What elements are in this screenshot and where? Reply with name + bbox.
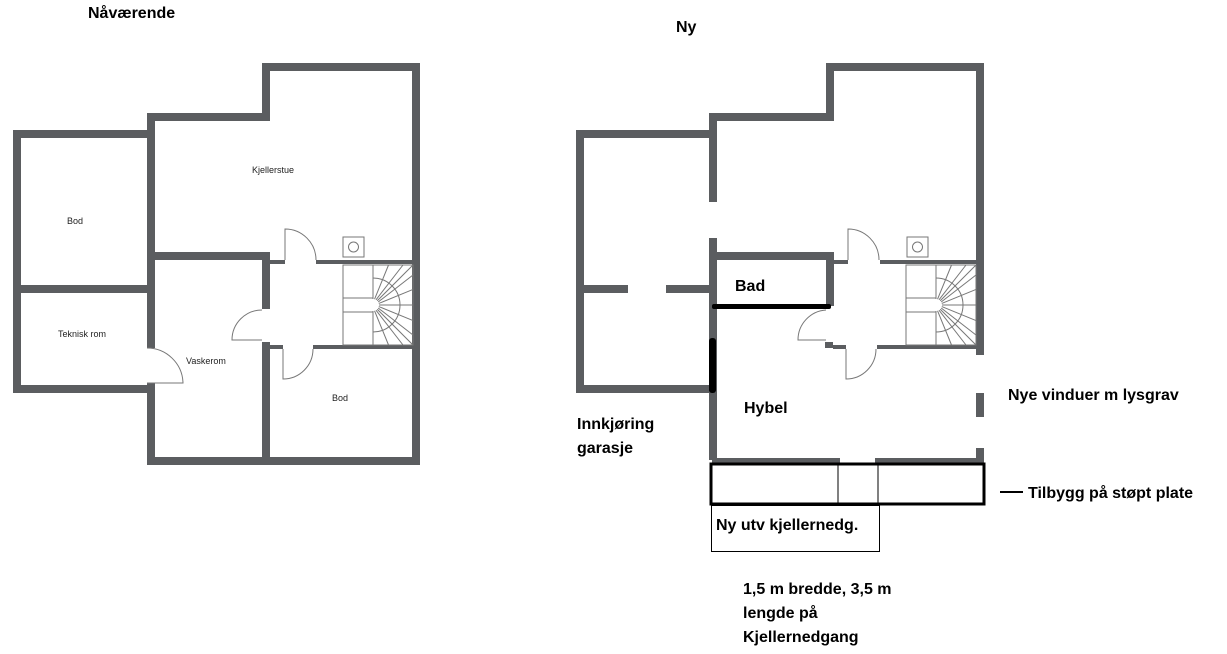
stair-tread bbox=[938, 264, 967, 301]
stair-tread bbox=[375, 264, 404, 301]
new-walls-added bbox=[709, 304, 831, 393]
room-label-kjellerstue: Kjellerstue bbox=[252, 165, 294, 175]
stair-tread bbox=[377, 307, 414, 336]
new-plan: Bad Hybel Innkjøring garasje Nye vinduer… bbox=[576, 63, 1193, 646]
stair-tread bbox=[375, 309, 404, 346]
stair-tread bbox=[937, 264, 952, 300]
room-label-hybel: Hybel bbox=[744, 400, 788, 417]
dims-label-2: lengde på bbox=[743, 604, 818, 622]
room-label-bad: Bad bbox=[735, 278, 765, 295]
current-stairs bbox=[342, 264, 414, 346]
stair-tread bbox=[939, 308, 977, 346]
stair-tread bbox=[374, 264, 389, 300]
room-label-bod: Bod bbox=[67, 216, 83, 226]
current-doors bbox=[146, 228, 317, 384]
extension-label: Tilbygg på støpt plate bbox=[1028, 484, 1193, 502]
stair-tread bbox=[940, 307, 977, 336]
current-walls bbox=[13, 63, 420, 465]
driveway-label-1: Innkjøring bbox=[577, 416, 654, 433]
dims-label-1: 1,5 m bredde, 3,5 m bbox=[743, 581, 892, 598]
stair-tread bbox=[938, 309, 967, 346]
dims-label-3: Kjellernedgang bbox=[743, 629, 859, 646]
stair-tread bbox=[378, 306, 414, 321]
entrance-label: Ny utv kjellernedg. bbox=[716, 517, 858, 534]
entrance-box bbox=[711, 505, 880, 552]
stair-tread bbox=[376, 264, 414, 302]
stair-tread bbox=[937, 310, 952, 346]
room-label-bod: Bod bbox=[332, 393, 348, 403]
current-chimney bbox=[342, 236, 365, 258]
stair-tread bbox=[378, 289, 414, 304]
stair-tread bbox=[376, 308, 414, 346]
stair-tread bbox=[939, 264, 977, 302]
new-doors bbox=[797, 228, 880, 380]
stair-tread bbox=[941, 306, 977, 321]
room-label-vaskerom: Vaskerom bbox=[186, 356, 226, 366]
new-stairs bbox=[905, 264, 977, 346]
room-label-teknisk-rom: Teknisk rom bbox=[58, 329, 106, 339]
current-plan: Kjellerstue Bod Teknisk rom Vaskerom Bod bbox=[13, 63, 420, 465]
stair-tread bbox=[941, 289, 977, 304]
stair-tread bbox=[374, 310, 389, 346]
windows-label: Nye vinduer m lysgrav bbox=[1008, 387, 1179, 404]
new-chimney bbox=[906, 236, 929, 258]
title-current: Nåværende bbox=[88, 4, 175, 22]
title-new: Ny bbox=[676, 19, 697, 36]
stair-tread bbox=[377, 274, 414, 303]
stair-tread bbox=[940, 274, 977, 303]
driveway-label-2: garasje bbox=[577, 440, 633, 457]
extension-slab bbox=[709, 462, 986, 506]
